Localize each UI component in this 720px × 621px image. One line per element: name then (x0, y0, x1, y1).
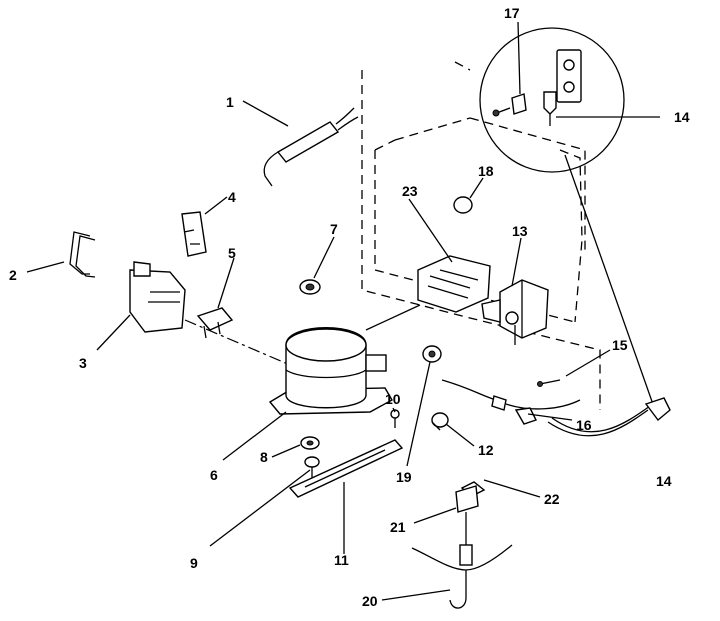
bracket-part-4 (181, 211, 207, 257)
callout-11: 11 (334, 552, 349, 568)
callout-16: 16 (576, 417, 592, 433)
bushing-part-19 (422, 345, 442, 363)
callout-1: 1 (226, 94, 234, 110)
callout-13: 13 (512, 223, 528, 239)
callout-18: 18 (478, 163, 494, 179)
leader-lines (26, 21, 660, 601)
grommet-part-18 (453, 196, 473, 214)
control-board-part (417, 255, 491, 313)
drier-tube-part (263, 107, 359, 187)
base-plate-part (288, 439, 404, 498)
callout-14-cord: 14 (656, 473, 672, 489)
callout-14: 14 (674, 109, 690, 125)
outlet-detail (479, 27, 656, 411)
callout-9: 9 (190, 555, 198, 571)
callout-20: 20 (362, 593, 378, 609)
screw-part-10 (390, 409, 400, 428)
callout-4: 4 (228, 189, 236, 205)
motor-part-13 (481, 279, 549, 345)
callout-17: 17 (504, 5, 520, 21)
callout-7: 7 (330, 221, 338, 237)
compressor-part (268, 304, 421, 415)
callout-6: 6 (210, 467, 218, 483)
clip-part (69, 231, 96, 278)
callout-5: 5 (228, 245, 236, 261)
grommet-part-7 (299, 279, 321, 295)
clamp-part-12 (431, 412, 449, 431)
callout-10: 10 (385, 391, 401, 407)
callout-15: 15 (612, 337, 628, 353)
relay-part (129, 261, 186, 333)
cover-part-5 (196, 307, 234, 339)
callout-3: 3 (79, 355, 87, 371)
callout-23: 23 (402, 183, 418, 199)
power-cord-part (547, 397, 671, 437)
harness-part-16 (441, 379, 581, 425)
drain-fitting-part (411, 481, 513, 609)
washer-part-8 (300, 436, 320, 450)
callout-21: 21 (390, 519, 406, 535)
centerline (184, 319, 291, 366)
callout-2: 2 (9, 267, 17, 283)
callout-22: 22 (544, 491, 560, 507)
callout-8: 8 (260, 449, 268, 465)
callout-12: 12 (478, 442, 494, 458)
callout-labels: 1 2 3 4 5 6 7 8 9 10 11 12 13 14 14 15 1… (9, 5, 690, 609)
stud-part-9 (304, 456, 320, 482)
callout-19: 19 (396, 469, 412, 485)
pin-part-15 (537, 379, 561, 387)
